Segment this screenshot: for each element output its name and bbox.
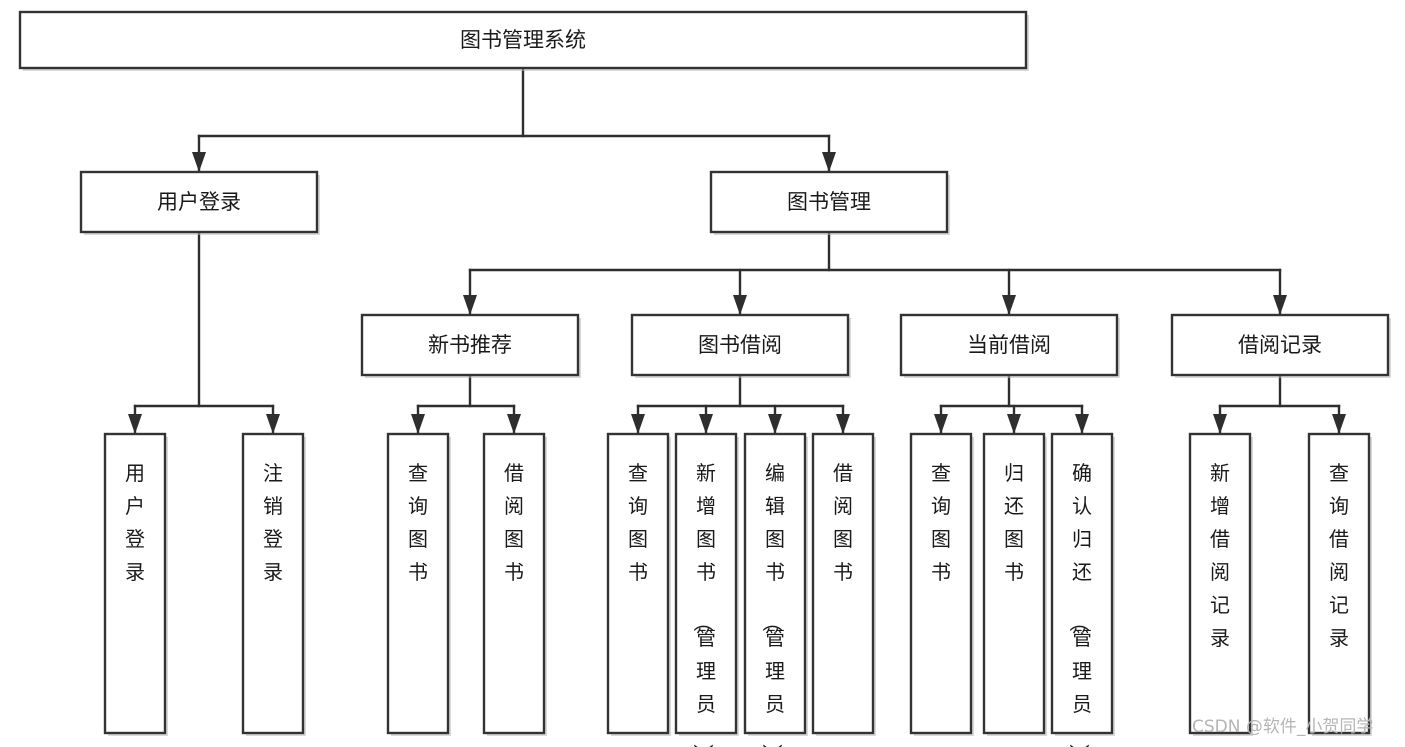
node-label-user-login: 用户登录 xyxy=(157,190,241,214)
connector-group-user-login xyxy=(128,230,280,436)
node-leaf-user-login[interactable]: 用户登录 xyxy=(103,432,168,736)
watermark-layer: CSDN @软件_小贺同学 xyxy=(1192,717,1373,737)
node-book-borrow[interactable]: 图书借阅 xyxy=(630,313,851,378)
node-label-root: 图书管理系统 xyxy=(460,28,586,52)
node-leaf-return-book[interactable]: 归还图书 xyxy=(982,432,1047,736)
arrow-head xyxy=(699,414,713,434)
node-root[interactable]: 图书管理系统 xyxy=(18,10,1029,71)
node-leaf-borrow-book[interactable]: 借阅图书 xyxy=(811,432,876,736)
node-label-leaf-query-book-recommend: 查询图书 xyxy=(408,461,428,584)
arrow-head xyxy=(1332,414,1346,434)
node-new-book-recommend[interactable]: 新书推荐 xyxy=(360,313,581,378)
arrow-head xyxy=(1002,295,1016,315)
node-book-manage[interactable]: 图书管理 xyxy=(709,170,950,235)
node-leaf-borrow-book-recommend[interactable]: 借阅图书 xyxy=(482,432,547,736)
node-label-leaf-query-borrow-record: 查询借阅记录 xyxy=(1329,461,1349,650)
node-label-leaf-query-book-current: 查询图书 xyxy=(931,461,951,584)
node-leaf-add-book-admin[interactable]: 新增图书（管理员） xyxy=(674,432,739,747)
node-label-borrow-record: 借阅记录 xyxy=(1238,333,1322,357)
node-leaf-query-borrow-record[interactable]: 查询借阅记录 xyxy=(1307,432,1372,736)
node-label-leaf-user-logout: 注销登录 xyxy=(263,461,283,584)
node-layer: 图书管理系统用户登录图书管理新书推荐图书借阅当前借阅借阅记录用户登录注销登录查询… xyxy=(18,10,1391,747)
connector-group-book-manage xyxy=(463,230,1287,317)
arrow-head xyxy=(768,414,782,434)
node-label-leaf-return-book: 归还图书 xyxy=(1004,461,1024,584)
node-current-borrow[interactable]: 当前借阅 xyxy=(899,313,1120,378)
connector-group-book-borrow xyxy=(631,373,850,436)
node-borrow-record[interactable]: 借阅记录 xyxy=(1170,313,1391,378)
arrow-head xyxy=(192,152,206,172)
arrow-head xyxy=(463,295,477,315)
node-label-leaf-user-login: 用户登录 xyxy=(125,461,145,584)
arrow-head xyxy=(411,414,425,434)
node-label-current-borrow: 当前借阅 xyxy=(967,333,1051,357)
node-user-login[interactable]: 用户登录 xyxy=(79,170,320,235)
node-label-book-manage: 图书管理 xyxy=(787,190,871,214)
node-leaf-add-borrow-record[interactable]: 新增借阅记录 xyxy=(1188,432,1253,736)
node-label-leaf-borrow-book: 借阅图书 xyxy=(833,461,853,584)
node-label-leaf-query-book-borrow: 查询图书 xyxy=(628,461,648,584)
node-label-leaf-add-book-admin: 新增图书（管理员） xyxy=(691,461,716,747)
csdn-watermark: CSDN @软件_小贺同学 xyxy=(1192,717,1373,737)
connector-group-borrow-record xyxy=(1213,373,1346,436)
node-label-leaf-confirm-return-admin: 确认归还（管理员） xyxy=(1067,461,1092,747)
node-leaf-user-logout[interactable]: 注销登录 xyxy=(241,432,306,736)
arrow-head xyxy=(1273,295,1287,315)
node-label-leaf-edit-book-admin: 编辑图书（管理员） xyxy=(760,461,785,747)
arrow-head xyxy=(1213,414,1227,434)
connector-group-current-borrow xyxy=(934,373,1089,436)
node-label-leaf-borrow-book-recommend: 借阅图书 xyxy=(504,461,524,584)
node-leaf-confirm-return-admin[interactable]: 确认归还（管理员） xyxy=(1050,432,1115,747)
arrow-head xyxy=(934,414,948,434)
node-label-new-book-recommend: 新书推荐 xyxy=(428,333,512,357)
arrow-head xyxy=(266,414,280,434)
node-leaf-query-book-recommend[interactable]: 查询图书 xyxy=(386,432,451,736)
arrow-head xyxy=(822,152,836,172)
node-leaf-edit-book-admin[interactable]: 编辑图书（管理员） xyxy=(743,432,808,747)
arrow-head xyxy=(631,414,645,434)
node-label-leaf-add-borrow-record: 新增借阅记录 xyxy=(1210,461,1230,650)
node-label-book-borrow: 图书借阅 xyxy=(698,333,782,357)
connector-group-new-book-recommend xyxy=(411,373,521,436)
arrow-head xyxy=(128,414,142,434)
connector-layer xyxy=(128,66,1346,436)
arrow-head xyxy=(1007,414,1021,434)
arrow-head xyxy=(507,414,521,434)
arrow-head xyxy=(1075,414,1089,434)
arrow-head xyxy=(836,414,850,434)
node-leaf-query-book-borrow[interactable]: 查询图书 xyxy=(606,432,671,736)
connector-group-root xyxy=(192,66,836,174)
arrow-head xyxy=(733,295,747,315)
node-leaf-query-book-current[interactable]: 查询图书 xyxy=(909,432,974,736)
